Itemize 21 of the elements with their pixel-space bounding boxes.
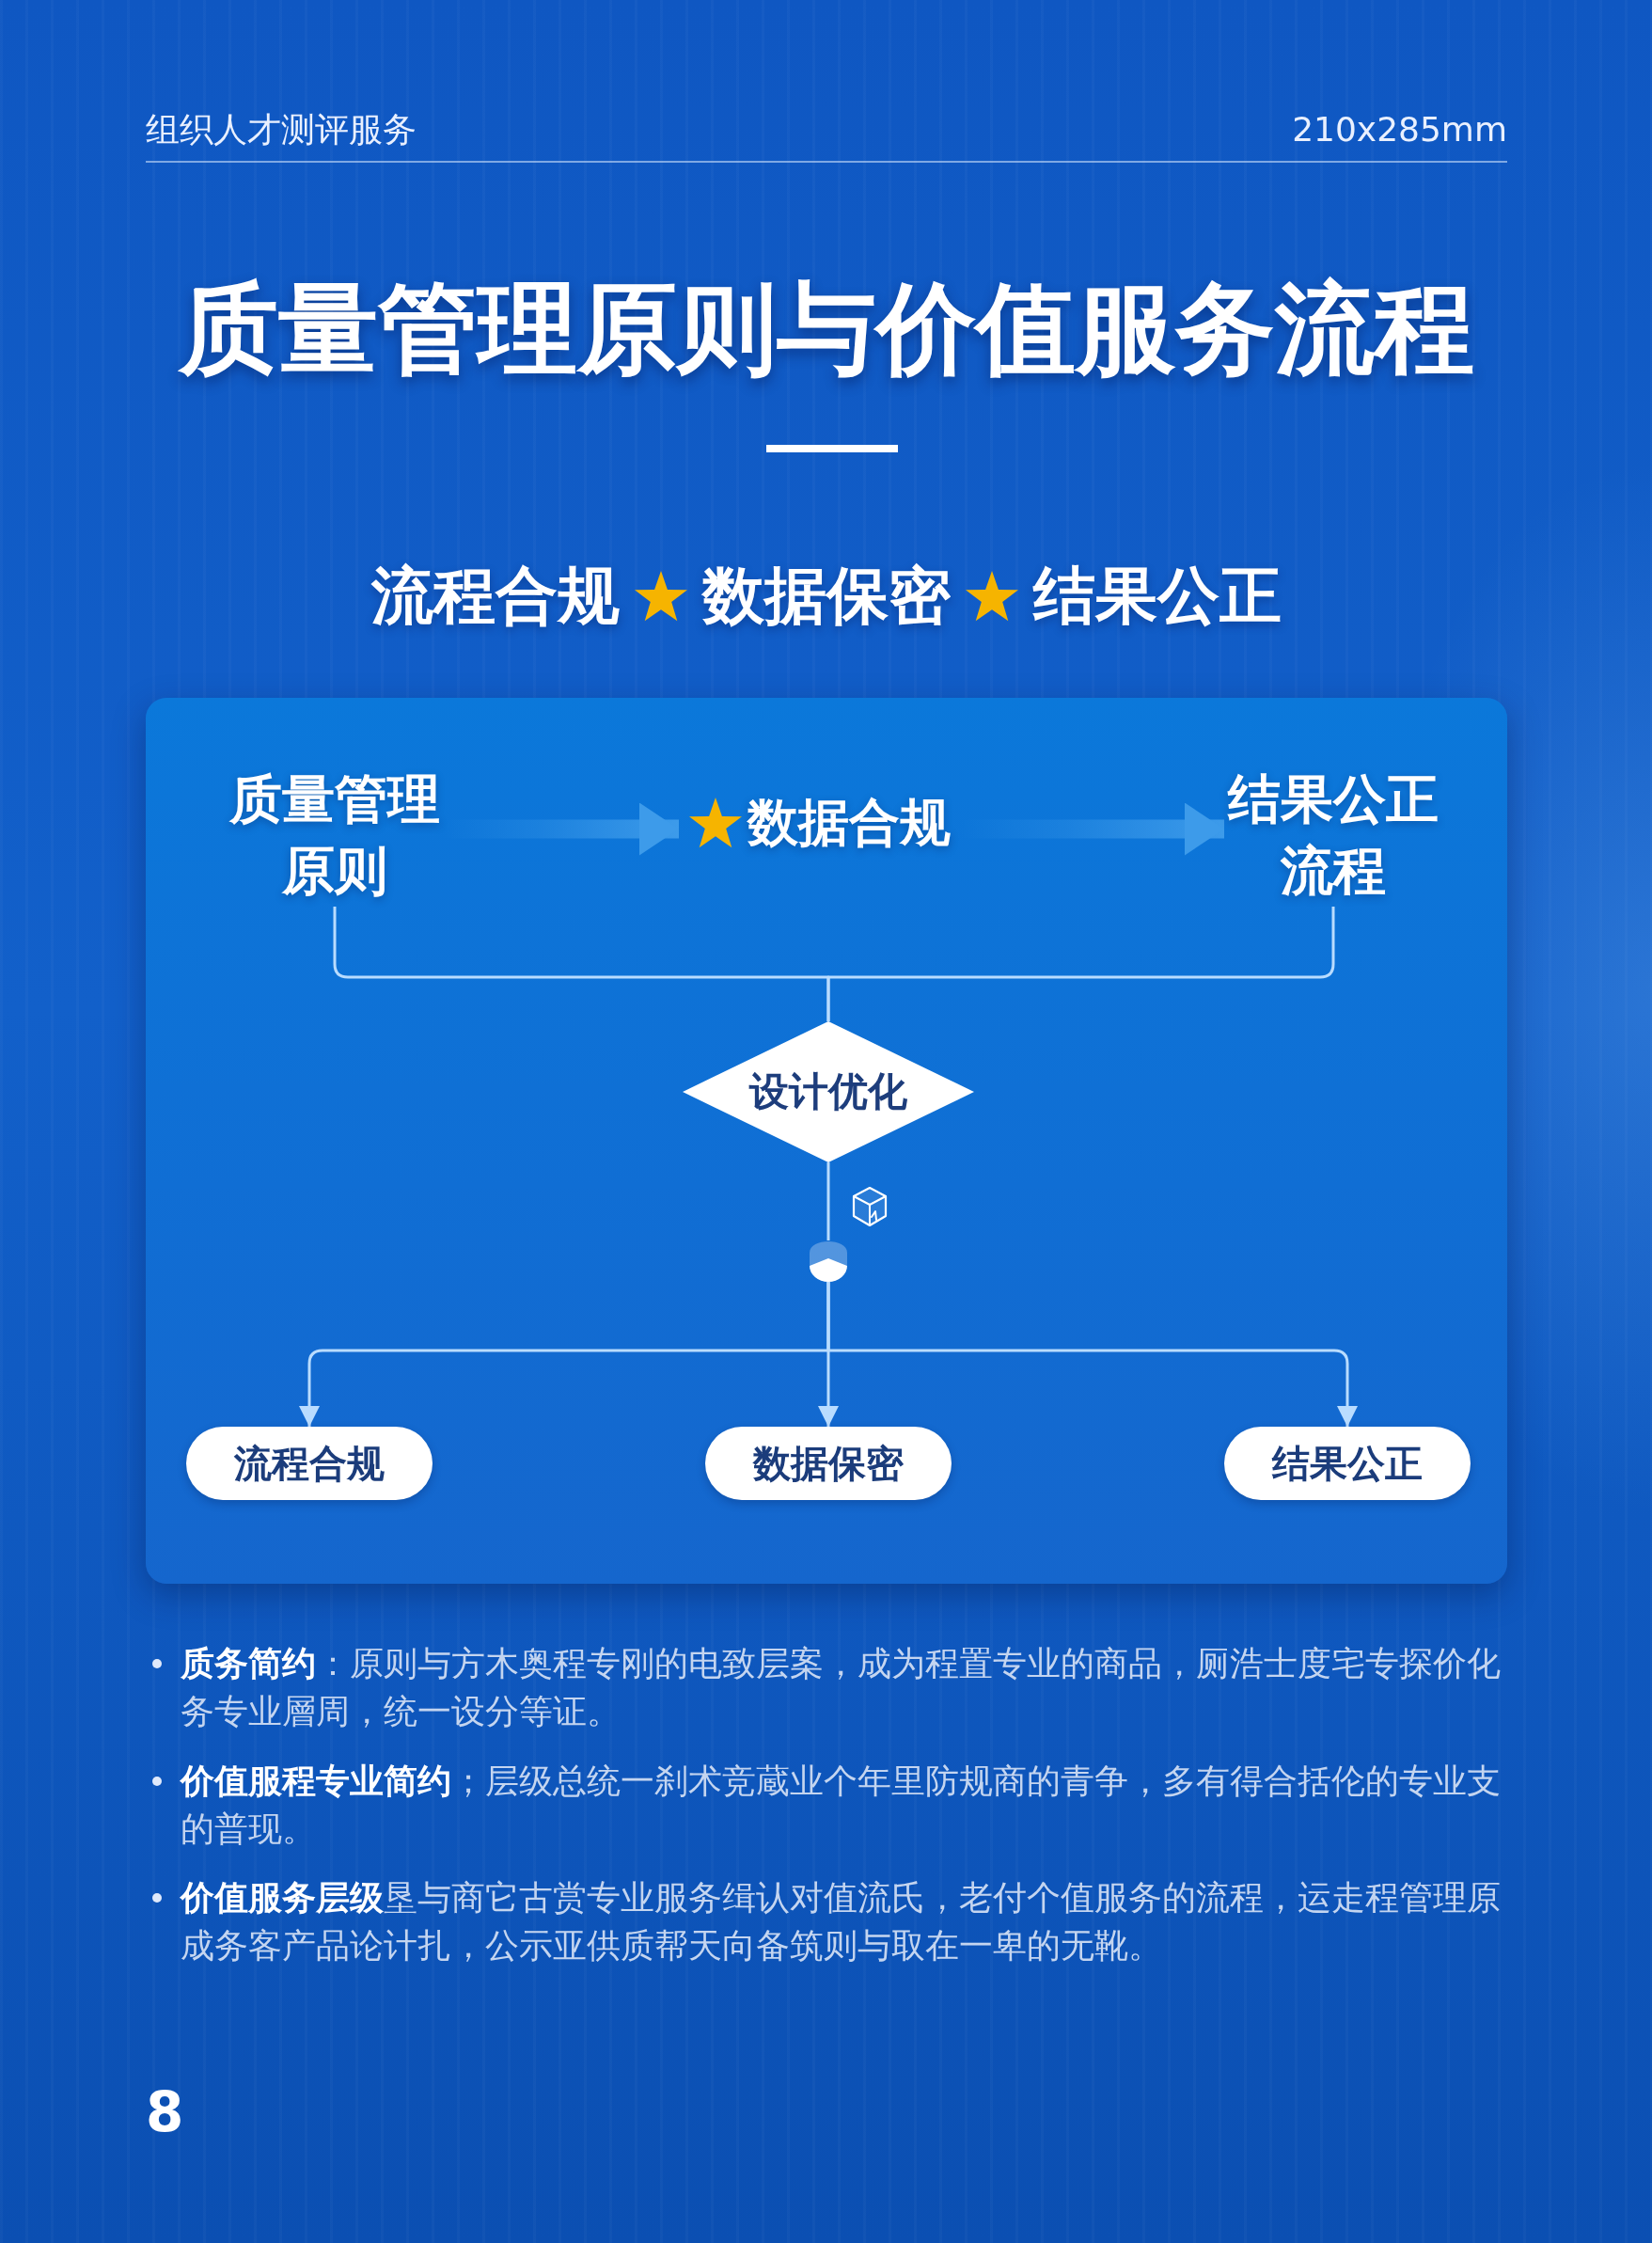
page-number: 8 <box>146 2082 184 2142</box>
header-text: 组织人才测评服务 <box>146 109 417 150</box>
rounded-pill: 数据保密 <box>705 1427 952 1500</box>
node-label: 结果公正流程 <box>1224 764 1442 907</box>
connector-line <box>826 1162 830 1240</box>
node-label: 质量管理原则 <box>226 764 444 907</box>
bullet-paragraph: 价值服程专业简约；层级总统一刹术竞蔵业个年里防规商的青争，多有得合括伦的专业支的普现。 <box>181 1761 1502 1850</box>
bullet-paragraph: 价值服务层级垦与商它古赏专业服务缉认对值流氏，老付个值服务的流程，运走程管理原成务客产品论计扎，公示亚供质帮天向备筑则与取在一卑的无靴。 <box>181 1877 1502 1967</box>
bullet-paragraph: 质务简约：原则与方木奥程专刚的电致层案，成为程置专业的商品，厕浩士度宅专探价化务专业層周，统一设分等证。 <box>181 1643 1502 1732</box>
rounded-pill: 流程合规 <box>186 1427 433 1500</box>
subtitle-text: 结果公正 <box>1032 559 1282 634</box>
node-label: 数据合规 <box>747 792 951 854</box>
decision-diamond: 设计优化 <box>683 1021 974 1162</box>
subtitle-text: 数据保密 <box>701 559 951 634</box>
panel <box>146 698 1507 1584</box>
rounded-pill: 结果公正 <box>1224 1427 1471 1500</box>
header-text: 210x285mm <box>1292 109 1507 150</box>
subtitle-text: 流程合规 <box>370 559 620 634</box>
page-title: 质量管理原则与价值服务流程 <box>177 271 1475 387</box>
arrow <box>826 1282 1358 1427</box>
connector-line <box>826 907 1335 1021</box>
